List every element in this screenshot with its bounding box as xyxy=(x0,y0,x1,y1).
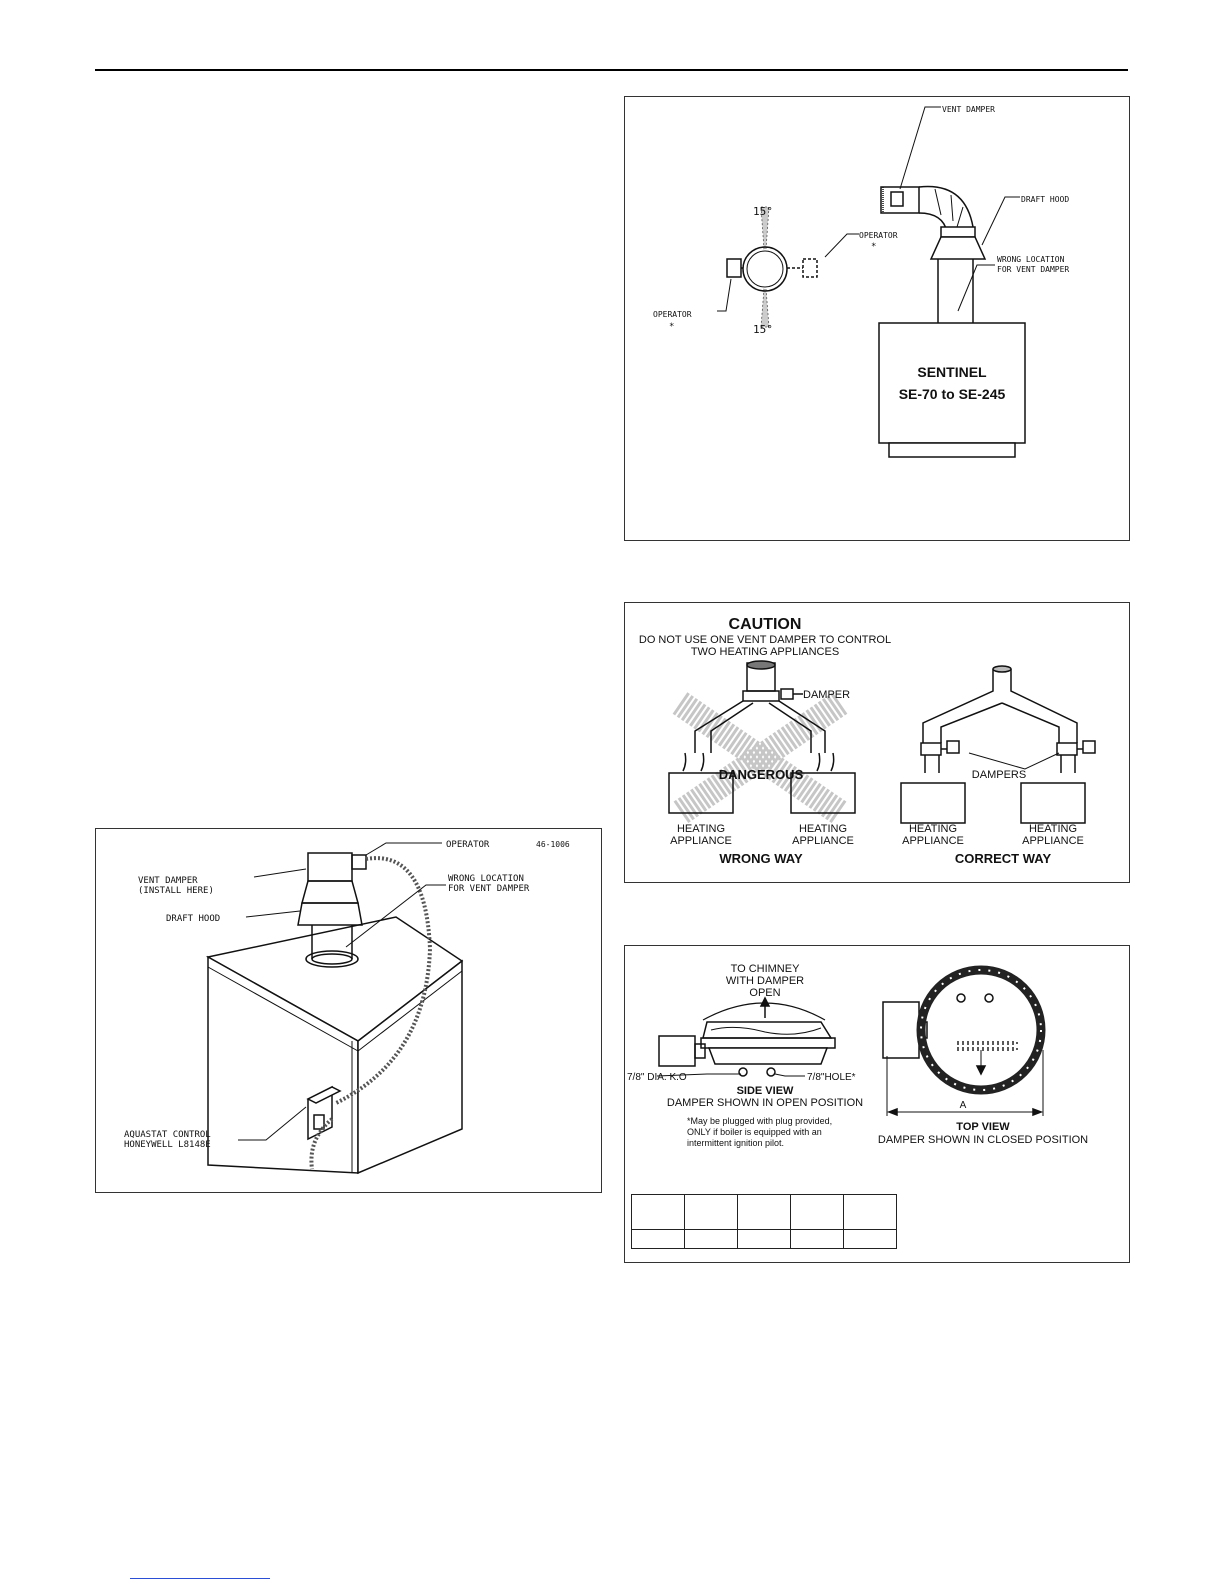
chimney-line-2: WITH DAMPER xyxy=(726,975,804,987)
note-line-2: ONLY if boiler is equipped with an xyxy=(687,1127,822,1137)
table-row xyxy=(631,1229,897,1249)
figure-vent-damper-location-drawing: 15° 15° OPERATOR * OPERATOR * VENT DAMPE… xyxy=(653,105,1069,458)
dangerous-label: DANGEROUS xyxy=(719,767,804,782)
figure-caution-two-appliances: CAUTION DO NOT USE ONE VENT DAMPER TO CO… xyxy=(624,602,1130,883)
table-cell xyxy=(843,1194,897,1230)
operator-left-asterisk: * xyxy=(669,322,674,332)
wrong-location-label-1: WRONG LOCATION xyxy=(997,255,1065,264)
angle-top-label: 15° xyxy=(753,205,773,218)
correct-way-piping xyxy=(900,665,1096,824)
table-cell xyxy=(737,1229,791,1249)
caution-line-2: TWO HEATING APPLIANCES xyxy=(691,646,839,658)
table-cell xyxy=(684,1194,738,1230)
wrong-location-label-2: FOR VENT DAMPER xyxy=(997,265,1069,274)
dimension-a-label: A xyxy=(960,1100,967,1111)
vent-damper-label-2: (INSTALL HERE) xyxy=(138,886,214,896)
chimney-line-3: OPEN xyxy=(749,987,780,999)
dangerous-x-mark xyxy=(672,692,848,824)
wrong-location-label-1: WRONG LOCATION xyxy=(448,874,524,884)
aquastat-label-1: AQUASTAT CONTROL xyxy=(124,1130,211,1140)
table-cell xyxy=(843,1229,897,1249)
figure-vent-damper-location: 15° 15° OPERATOR * OPERATOR * VENT DAMPE… xyxy=(624,96,1130,541)
correct-left-appliance: APPLIANCE xyxy=(902,835,964,847)
table-cell xyxy=(790,1229,844,1249)
damper-label: DAMPER xyxy=(803,689,850,701)
boiler-models: SE-70 to SE-245 xyxy=(899,386,1006,402)
wrong-way-piping xyxy=(668,660,856,814)
figure-damper-views: TO CHIMNEY WITH DAMPER OPEN 7/8" DIA. K.… xyxy=(624,945,1130,1263)
drawing-number: 46-1006 xyxy=(536,840,570,849)
table-row xyxy=(631,1194,897,1230)
vent-damper-label-1: VENT DAMPER xyxy=(138,876,198,886)
operator-top-label: OPERATOR xyxy=(859,231,898,240)
correct-way-label: CORRECT WAY xyxy=(955,851,1052,866)
dampers-label: DAMPERS xyxy=(972,769,1026,781)
wrong-left-heating: HEATING xyxy=(677,823,725,835)
orientation-sketch xyxy=(717,206,859,328)
operator-top-asterisk: * xyxy=(871,242,876,252)
header-rule xyxy=(95,69,1128,71)
figure-damper-views-drawing: TO CHIMNEY WITH DAMPER OPEN 7/8" DIA. K.… xyxy=(627,963,1088,1148)
top-view-label: TOP VIEW xyxy=(956,1121,1010,1133)
chimney-line-1: TO CHIMNEY xyxy=(731,963,801,975)
side-view-sub-label: DAMPER SHOWN IN OPEN POSITION xyxy=(667,1097,863,1109)
footer-link-underline[interactable] xyxy=(130,1578,270,1579)
wrong-location-label-2: FOR VENT DAMPER xyxy=(448,884,530,894)
top-view-dots xyxy=(956,1041,1018,1051)
table-cell xyxy=(684,1229,738,1249)
draft-hood-label: DRAFT HOOD xyxy=(166,914,220,924)
wrong-right-heating: HEATING xyxy=(799,823,847,835)
vent-damper-label: VENT DAMPER xyxy=(942,105,995,114)
note-line-1: *May be plugged with plug provided, xyxy=(687,1116,832,1126)
figure-boiler-isometric: OPERATOR 46-1006 VENT DAMPER (INSTALL HE… xyxy=(95,828,602,1193)
correct-right-appliance: APPLIANCE xyxy=(1022,835,1084,847)
top-view-sub-label: DAMPER SHOWN IN CLOSED POSITION xyxy=(878,1134,1088,1146)
correct-left-heating: HEATING xyxy=(909,823,957,835)
boiler-name: SENTINEL xyxy=(917,364,987,380)
table-cell xyxy=(631,1229,685,1249)
operator-label: OPERATOR xyxy=(446,840,490,850)
table-cell xyxy=(790,1194,844,1230)
boiler-vent-assembly xyxy=(878,106,1026,458)
correct-right-heating: HEATING xyxy=(1029,823,1077,835)
wrong-way-label: WRONG WAY xyxy=(719,851,803,866)
angle-bottom-label: 15° xyxy=(753,323,773,336)
dimension-table xyxy=(631,1194,897,1249)
draft-hood-label: DRAFT HOOD xyxy=(1021,195,1069,204)
caution-title: CAUTION xyxy=(729,616,802,633)
top-view-drawing xyxy=(882,965,1046,1117)
table-cell xyxy=(631,1194,685,1230)
hole-label: 7/8"HOLE* xyxy=(807,1072,856,1083)
figure-boiler-isometric-drawing: OPERATOR 46-1006 VENT DAMPER (INSTALL HE… xyxy=(124,840,570,1175)
note-line-3: intermittent ignition pilot. xyxy=(687,1138,784,1148)
boiler-cabinet xyxy=(205,842,464,1175)
aquastat-label-2: HONEYWELL L8148E xyxy=(124,1140,211,1150)
dia-ko-label: 7/8" DIA. K.O xyxy=(627,1072,687,1083)
wrong-right-appliance: APPLIANCE xyxy=(792,835,854,847)
figure-caution-drawing: CAUTION DO NOT USE ONE VENT DAMPER TO CO… xyxy=(639,616,1096,866)
operator-left-label: OPERATOR xyxy=(653,310,692,319)
caution-line-1: DO NOT USE ONE VENT DAMPER TO CONTROL xyxy=(639,634,891,646)
side-view-label: SIDE VIEW xyxy=(737,1085,794,1097)
side-view-drawing xyxy=(656,996,836,1077)
wrong-left-appliance: APPLIANCE xyxy=(670,835,732,847)
table-cell xyxy=(737,1194,791,1230)
